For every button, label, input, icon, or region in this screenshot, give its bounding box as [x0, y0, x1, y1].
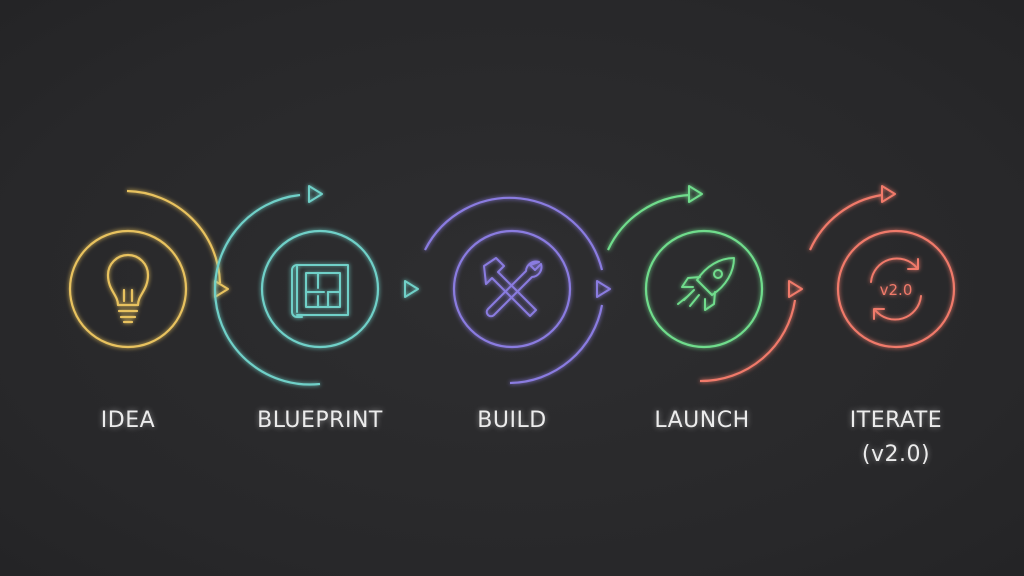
iterate-arc-bottom: [699, 299, 797, 383]
step-build: [424, 196, 611, 385]
lightbulb-icon: [106, 253, 150, 324]
iterate-icon-text: v2.0: [880, 281, 913, 299]
step-launch: [607, 185, 764, 349]
iterate-arrow-in: [788, 280, 803, 298]
step-label-blueprint: BLUEPRINT: [230, 404, 410, 438]
iterate-arrow-top: [881, 185, 896, 203]
build-label-line: BUILD: [477, 408, 547, 433]
blueprint-icon: [291, 264, 349, 318]
step-label-launch: LAUNCH: [612, 404, 792, 438]
idea-label-line: IDEA: [100, 408, 156, 433]
iterate-circle: [836, 229, 956, 349]
blueprint-label-line: BLUEPRINT: [257, 408, 383, 433]
build-circle: [452, 229, 572, 349]
build-arrow: [596, 280, 611, 298]
step-idea: [68, 189, 229, 349]
blueprint-circle: [260, 229, 380, 349]
build-arc: [424, 196, 604, 271]
step-iterate: v2.0: [699, 185, 956, 383]
blueprint-arrow: [404, 280, 419, 298]
launch-arrow-top: [688, 185, 703, 203]
launch-circle: [644, 229, 764, 349]
iterate-arc: [808, 193, 883, 251]
step-label-build: BUILD: [422, 404, 602, 438]
idea-circle: [68, 229, 188, 349]
launch-label-line: LAUNCH: [654, 408, 750, 433]
rocket-icon: [677, 257, 735, 311]
hammer-wrench-icon: [483, 257, 543, 318]
idea-arrow: [214, 280, 229, 298]
build-arc-bottom: [509, 304, 604, 385]
blueprint-arrow-top: [308, 185, 323, 203]
iterate-label-line-2: (v2.0): [861, 442, 931, 467]
step-label-idea: IDEA: [38, 404, 218, 438]
idea-arc: [126, 189, 222, 284]
step-blueprint: [213, 185, 419, 386]
iterate-label-line-1: ITERATE: [849, 408, 943, 433]
launch-arc: [607, 193, 691, 251]
blueprint-arc: [213, 193, 321, 386]
refresh-v2-icon: [870, 257, 922, 321]
step-label-iterate: ITERATE (v2.0): [806, 404, 986, 472]
